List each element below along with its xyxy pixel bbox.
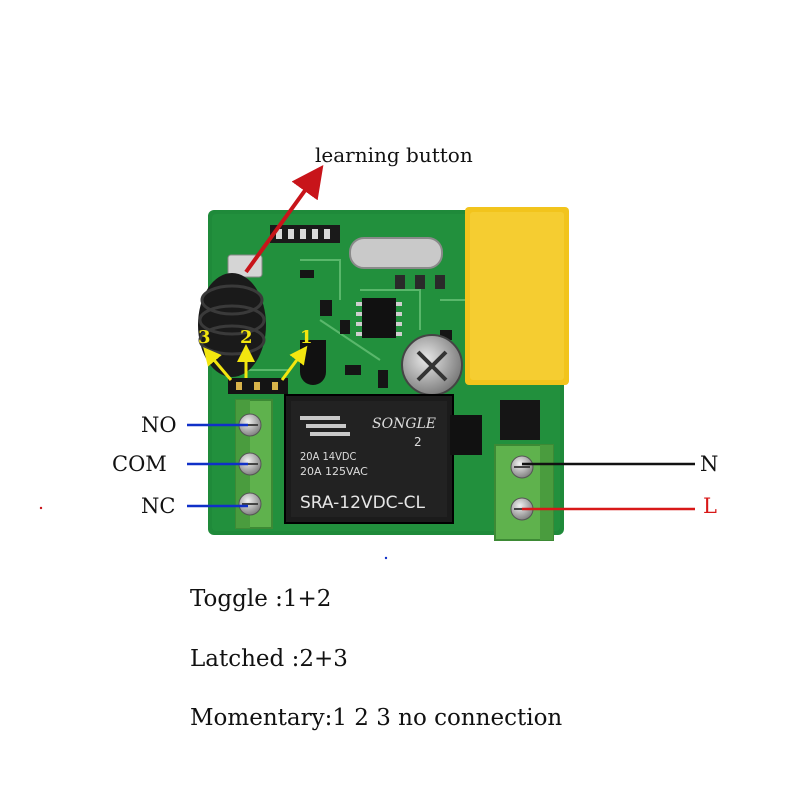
learning-button-arrow [244, 165, 324, 274]
ic-chip [356, 298, 402, 338]
coil-component [198, 273, 266, 377]
mode-momentary: Momentary:1 2 3 no connection [190, 705, 563, 731]
stray-dot [384, 556, 388, 560]
stray-dot [39, 506, 43, 510]
mode-latched: Latched :2+3 [190, 646, 348, 672]
terminal-label-n: N [700, 452, 719, 476]
pin-header [270, 225, 340, 243]
terminal-label-nc: NC [141, 494, 176, 518]
jumper-label-2: 2 [240, 327, 253, 348]
terminal-label-l: L [703, 494, 717, 518]
terminal-label-com: COM [112, 452, 167, 476]
relay-model: SRA-12VDC-CL [300, 493, 426, 513]
relay [284, 394, 454, 524]
relay-rating-1: 20A 14VDC [300, 450, 356, 463]
bridge-rectifier [500, 400, 540, 440]
mode-toggle: Toggle :1+2 [190, 586, 332, 612]
relay-rating-2: 20A 125VAC [300, 465, 368, 478]
crystal-oscillator [349, 237, 443, 269]
jumper-label-3: 3 [198, 327, 211, 348]
electrolytic-capacitor [401, 334, 463, 396]
relay-brand: SONGLE [372, 416, 436, 432]
terminal-block-right [494, 444, 554, 541]
yellow-capacitor [465, 207, 569, 385]
relay-mark: 2 [414, 435, 422, 449]
learning-button-label: learning button [315, 143, 473, 167]
jumper-pins [228, 378, 288, 394]
jumper-arrows [203, 344, 308, 381]
terminal-label-no: NO [141, 413, 177, 437]
jumper-label-1: 1 [300, 327, 313, 348]
diode-block [450, 415, 482, 455]
